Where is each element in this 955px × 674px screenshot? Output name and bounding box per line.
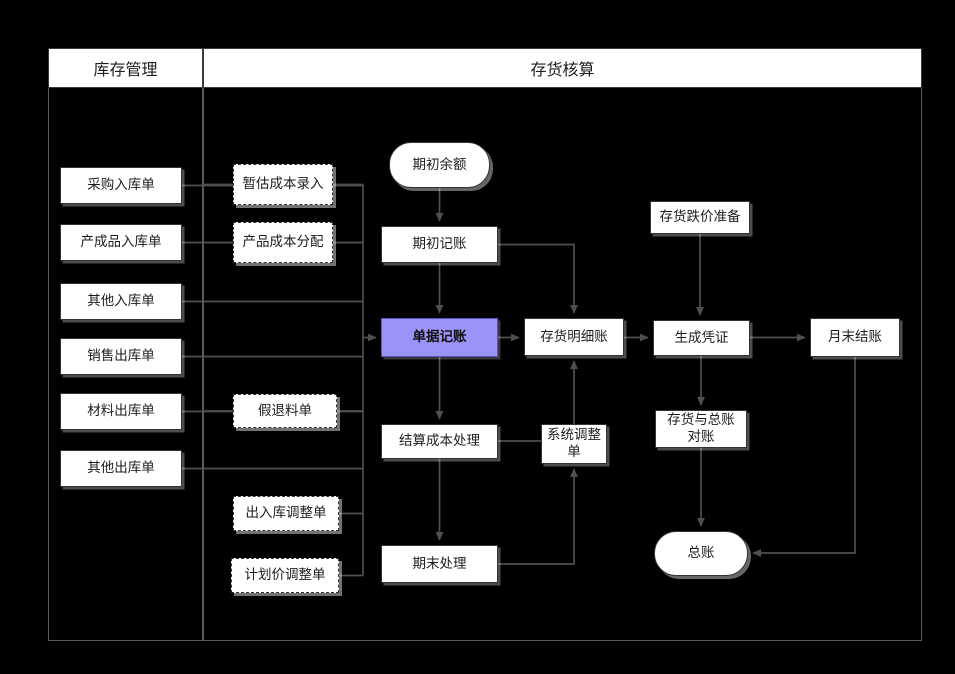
n-month-close[interactable]: 月末结账 xyxy=(810,318,900,357)
n-purchase-in-label: 采购入库单 xyxy=(87,177,155,193)
n-open-balance[interactable]: 期初余额 xyxy=(389,142,490,188)
n-open-post-label: 期初记账 xyxy=(412,236,467,252)
n-plan-adjust-label: 计划价调整单 xyxy=(244,567,326,583)
n-material-out-label: 材料出库单 xyxy=(87,403,155,419)
n-general-ledger[interactable]: 总账 xyxy=(654,531,748,576)
n-doc-post[interactable]: 单据记账 xyxy=(381,318,498,357)
panel-left-title: 库存管理 xyxy=(48,48,203,88)
n-inv-reserve-label: 存货跌价准备 xyxy=(659,209,741,225)
n-sys-adjust[interactable]: 系统调整单 xyxy=(541,424,607,464)
n-prod-cost[interactable]: 产品成本分配 xyxy=(233,222,333,263)
n-sales-out[interactable]: 销售出库单 xyxy=(60,338,182,375)
n-gen-voucher[interactable]: 生成凭证 xyxy=(653,320,750,356)
n-period-end[interactable]: 期末处理 xyxy=(381,545,498,583)
n-finished-in[interactable]: 产成品入库单 xyxy=(60,224,182,261)
n-est-cost[interactable]: 暂估成本录入 xyxy=(233,164,333,205)
n-sys-adjust-label: 系统调整单 xyxy=(547,427,601,459)
n-open-post[interactable]: 期初记账 xyxy=(381,226,498,263)
n-period-end-label: 期末处理 xyxy=(412,555,467,571)
n-open-balance-label: 期初余额 xyxy=(412,156,467,172)
n-reconcile[interactable]: 存货与总账对账 xyxy=(655,410,747,448)
panel-right-title: 存货核算 xyxy=(203,48,922,88)
n-finished-in-label: 产成品入库单 xyxy=(80,234,162,250)
n-gen-voucher-label: 生成凭证 xyxy=(674,329,729,345)
n-est-cost-label: 暂估成本录入 xyxy=(242,176,324,192)
n-inv-ledger-label: 存货明细账 xyxy=(540,328,608,344)
n-settle-cost[interactable]: 结算成本处理 xyxy=(381,424,498,459)
n-fake-return-label: 假退料单 xyxy=(258,402,312,418)
n-fake-return[interactable]: 假退料单 xyxy=(233,394,337,428)
n-month-close-label: 月末结账 xyxy=(828,329,882,345)
n-purchase-in[interactable]: 采购入库单 xyxy=(60,167,182,204)
n-io-adjust[interactable]: 出入库调整单 xyxy=(233,496,339,531)
n-other-in-label: 其他入库单 xyxy=(87,293,155,309)
n-material-out[interactable]: 材料出库单 xyxy=(60,393,182,430)
n-plan-adjust[interactable]: 计划价调整单 xyxy=(231,558,339,593)
n-reconcile-label: 存货与总账对账 xyxy=(667,412,735,444)
n-inv-reserve[interactable]: 存货跌价准备 xyxy=(650,201,750,234)
n-io-adjust-label: 出入库调整单 xyxy=(245,505,327,521)
n-settle-cost-label: 结算成本处理 xyxy=(399,433,480,449)
n-general-ledger-label: 总账 xyxy=(687,545,715,561)
n-sales-out-label: 销售出库单 xyxy=(87,348,155,364)
n-other-in[interactable]: 其他入库单 xyxy=(60,283,182,320)
n-other-out[interactable]: 其他出库单 xyxy=(60,450,182,487)
n-inv-ledger[interactable]: 存货明细账 xyxy=(524,318,624,356)
n-other-out-label: 其他出库单 xyxy=(87,460,155,476)
n-doc-post-label: 单据记账 xyxy=(412,329,467,345)
n-prod-cost-label: 产品成本分配 xyxy=(242,234,324,250)
